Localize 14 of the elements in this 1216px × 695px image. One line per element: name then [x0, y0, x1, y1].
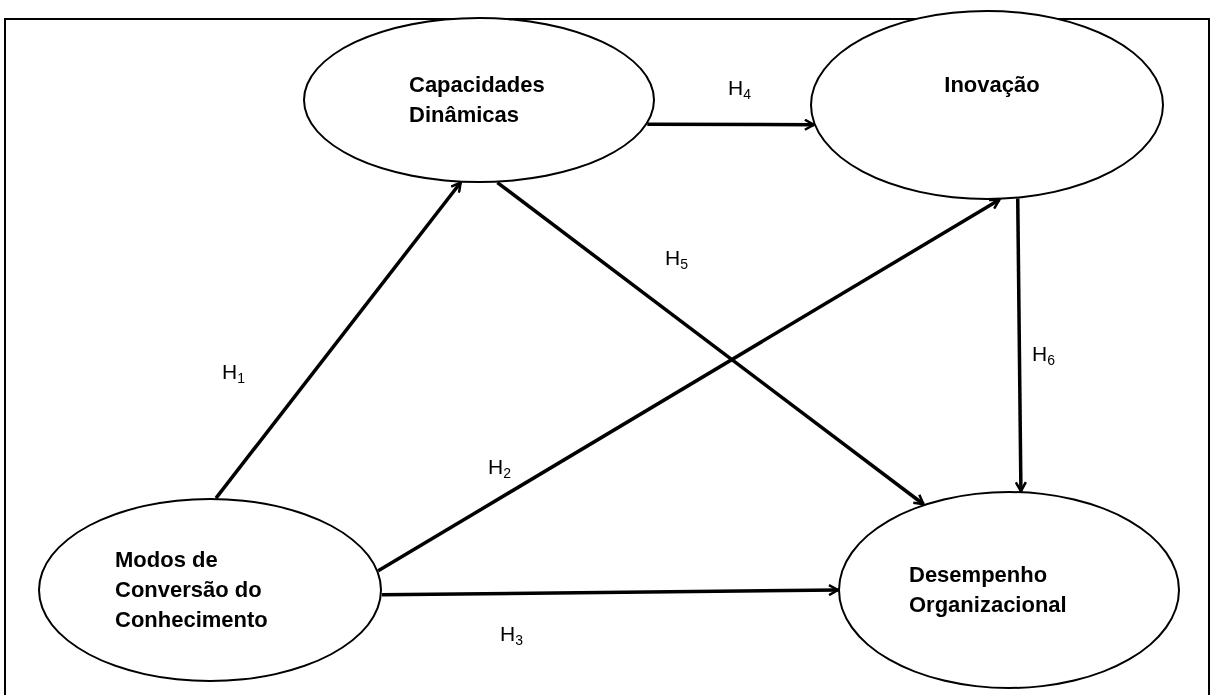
arrow [381, 583, 840, 597]
edge-label: H$_{4}$ [728, 76, 751, 102]
node-label: Inovação [944, 71, 1040, 99]
arrow [214, 181, 462, 500]
edge-label: H$_{6}$ [1032, 342, 1055, 368]
node-label: Desempenho Organizacional [909, 561, 1068, 619]
arrow [1014, 198, 1028, 493]
edge-label: H$_{1}$ [222, 360, 245, 386]
edge-label: H$_{3}$ [500, 622, 523, 648]
node-label: Capacidades Dinâmicas [409, 71, 546, 129]
edge-label: H$_{2}$ [488, 455, 511, 481]
edge-label: H$_{5}$ [665, 246, 688, 272]
arrow [496, 181, 925, 506]
node-label: Modos de Conversão do Conhecimento [115, 546, 269, 634]
